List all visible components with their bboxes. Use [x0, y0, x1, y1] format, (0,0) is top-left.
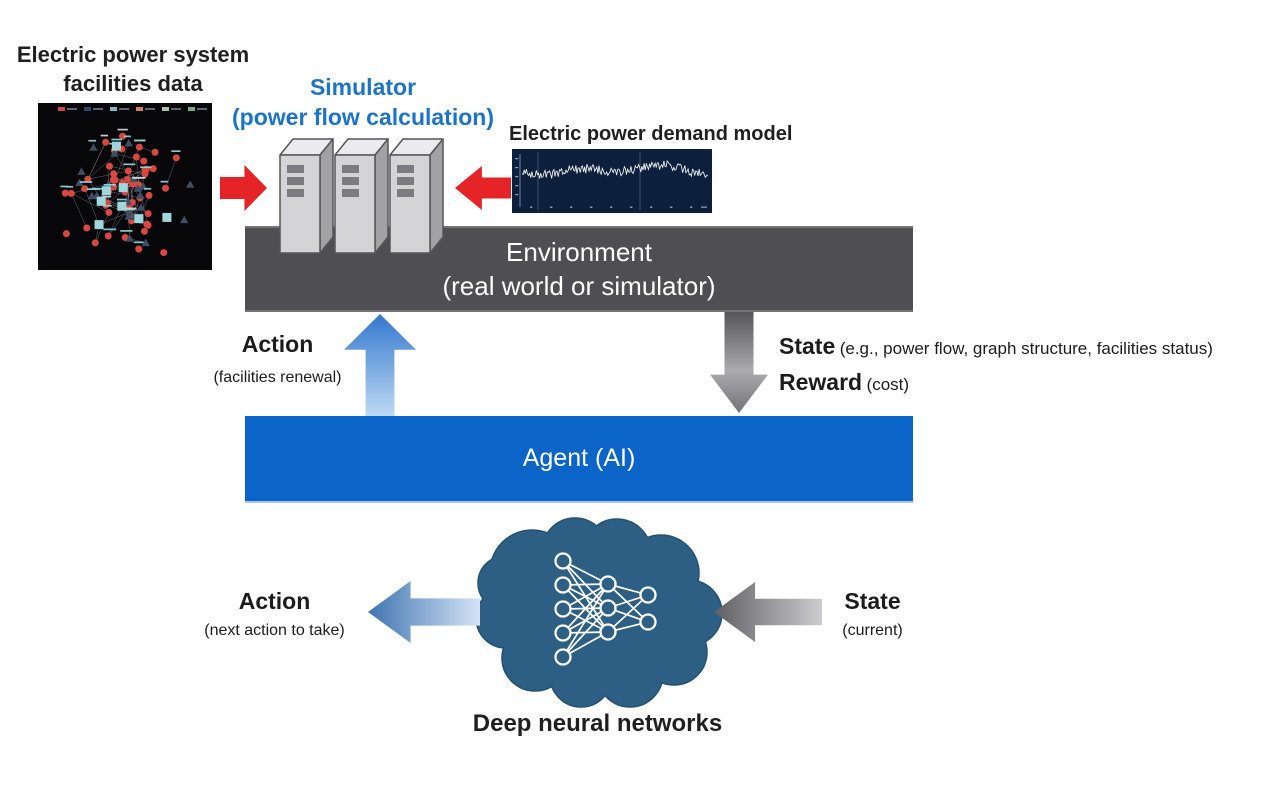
state-down-label: State	[779, 333, 836, 359]
reward-detail: (cost)	[866, 375, 910, 394]
simulator-title: Simulator	[309, 74, 417, 100]
facilities-data-label-line1: Electric power system	[16, 42, 250, 67]
facilities-data-label: Electric power system facilities data	[6, 40, 260, 98]
facilities-data-label-line2: facilities data	[63, 71, 203, 96]
state-input-label: State	[844, 588, 901, 614]
agent-box: Agent (AI)	[245, 416, 913, 503]
action-output-sublabel: (next action to take)	[204, 622, 345, 639]
action-up-label-group: Action (facilities renewal)	[195, 331, 360, 387]
simulator-label: Simulator (power flow calculation)	[218, 72, 508, 132]
state-down-detail: (e.g., power flow, graph structure, faci…	[839, 339, 1213, 358]
neural-network-cloud-icon	[475, 517, 723, 708]
demand-model-label: Electric power demand model	[509, 123, 793, 145]
environment-subtitle: (real world or simulator)	[442, 271, 716, 301]
simulator-subtitle: (power flow calculation)	[232, 104, 494, 130]
state-reward-label-group: State (e.g., power flow, graph structure…	[779, 333, 1259, 396]
deep-neural-networks-label: Deep neural networks	[472, 710, 723, 737]
state-down-arrow-icon	[710, 312, 768, 413]
demand-timeseries-chart-image	[512, 149, 712, 213]
server-rack-icon	[279, 138, 444, 254]
state-down-line: State (e.g., power flow, graph structure…	[779, 333, 1259, 360]
reward-line: Reward (cost)	[779, 369, 1259, 396]
action-output-arrow-icon	[368, 581, 480, 643]
reward-label: Reward	[779, 369, 863, 395]
power-network-graph-image	[38, 103, 212, 270]
red-arrow-facilities-to-simulator-icon	[220, 165, 267, 211]
agent-title: Agent (AI)	[522, 444, 636, 472]
action-output-label-group: Action (next action to take)	[182, 588, 367, 640]
action-up-label: Action	[241, 331, 314, 357]
action-up-sublabel: (facilities renewal)	[213, 369, 342, 386]
action-output-label: Action	[238, 588, 311, 614]
state-input-sublabel: (current)	[842, 622, 903, 639]
red-arrow-demand-to-simulator-icon	[455, 166, 511, 210]
state-input-label-group: State (current)	[800, 588, 945, 640]
environment-title: Environment	[506, 237, 652, 267]
